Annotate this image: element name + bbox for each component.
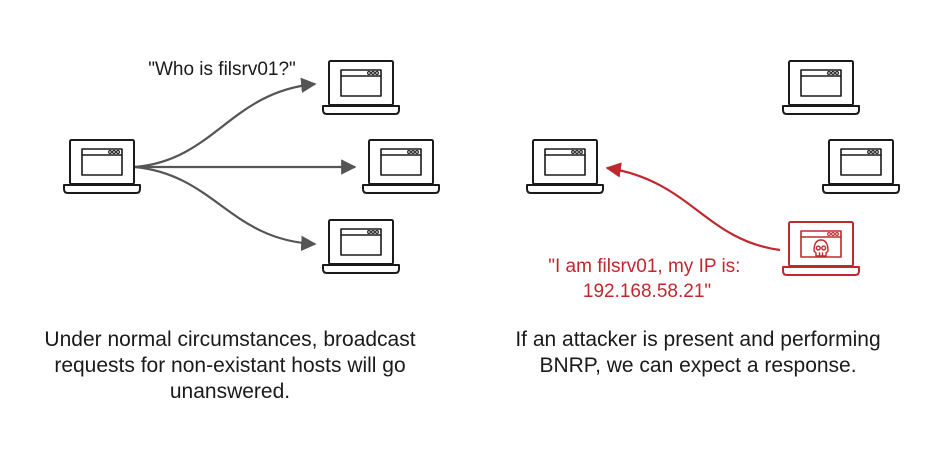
response-label-line: "I am filsrv01, my IP is: (548, 256, 740, 277)
caption-line: unanswered. (169, 380, 291, 403)
attacker-laptop (782, 221, 860, 276)
laptop-icon (822, 139, 900, 194)
skull-icon (813, 239, 829, 257)
laptop-icon (362, 139, 440, 194)
caption-line: Under normal circumstances, broadcast (44, 328, 416, 351)
laptop-icon (322, 219, 400, 274)
laptop-icon (526, 139, 604, 194)
right-panel: "I am filsrv01, my IP is: 192.168.58.21" (526, 60, 900, 302)
caption-line: requests for non-existant hosts will go (54, 354, 406, 377)
response-label: "I am filsrv01, my IP is: 192.168.58.21" (548, 256, 746, 302)
right-caption: If an attacker is present and performing… (488, 327, 908, 379)
skull-laptop-icon (782, 221, 860, 276)
caption-line: If an attacker is present and performing (515, 328, 881, 351)
laptop-icon (63, 139, 141, 194)
caption-line: BNRP, we can expect a response. (539, 354, 857, 377)
left-caption: Under normal circumstances, broadcast re… (20, 327, 440, 405)
response-label-line: 192.168.58.21" (583, 281, 711, 302)
laptop-icon (782, 60, 860, 115)
left-panel: "Who is filsrv01?" (63, 59, 440, 274)
response-arrow (605, 162, 781, 252)
request-label: "Who is filsrv01?" (148, 59, 296, 80)
laptop-icon (322, 60, 400, 115)
broadcast-arrow-bottom (134, 165, 317, 252)
broadcast-arrow-top (134, 77, 317, 169)
